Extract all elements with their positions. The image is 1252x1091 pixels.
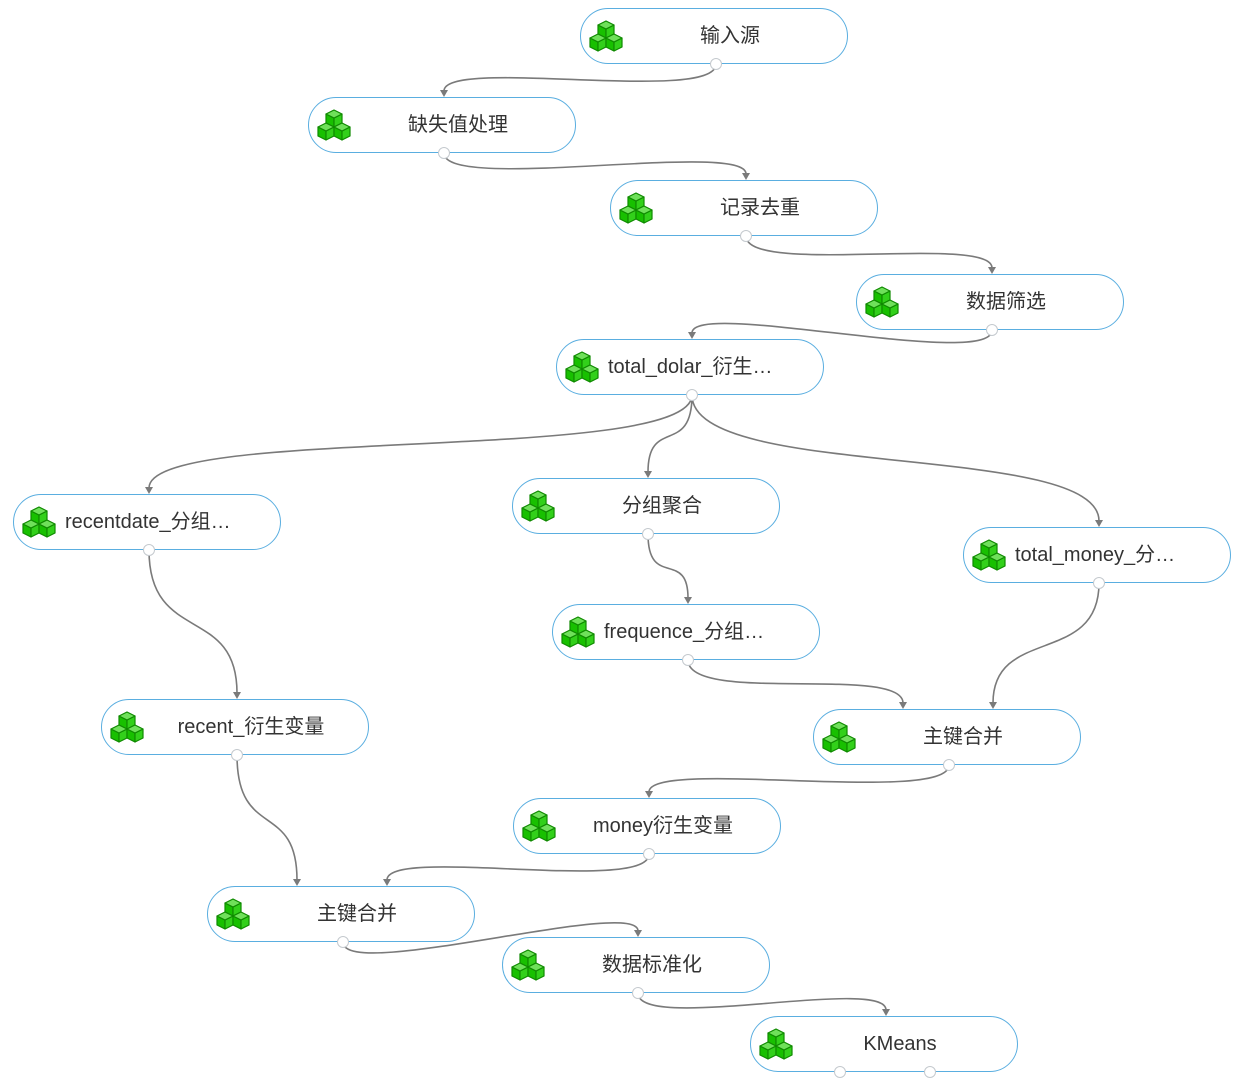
output-port[interactable] — [143, 544, 155, 556]
output-port[interactable] — [986, 324, 998, 336]
cubes-icon — [521, 490, 555, 522]
node-filter[interactable]: 数据筛选 — [856, 274, 1124, 330]
node-label: 数据筛选 — [966, 291, 1046, 313]
edge-recentdate-to-recent[interactable] — [148, 549, 238, 694]
edge-arrowhead — [988, 267, 996, 274]
edge-total-dolar-to-group-agg[interactable] — [647, 394, 693, 473]
cubes-icon — [110, 711, 144, 743]
node-input-source[interactable]: 输入源 — [580, 8, 848, 64]
output-port[interactable] — [231, 749, 243, 761]
output-port[interactable] — [710, 58, 722, 70]
edge-total-dolar-to-recentdate[interactable] — [148, 394, 693, 489]
edge-input-source-to-missing-values[interactable] — [443, 63, 717, 92]
edge-arrowhead — [645, 791, 653, 798]
edge-arrowhead — [899, 702, 907, 709]
output-port[interactable] — [438, 147, 450, 159]
output-port[interactable] — [337, 936, 349, 948]
node-kmeans[interactable]: KMeans — [750, 1016, 1018, 1072]
output-port[interactable] — [1093, 577, 1105, 589]
output-port[interactable] — [642, 528, 654, 540]
output-port[interactable] — [686, 389, 698, 401]
edge-arrowhead — [233, 692, 241, 699]
edge-arrowhead — [684, 597, 692, 604]
cubes-icon — [619, 192, 653, 224]
node-label: total_dolar_衍生… — [608, 356, 773, 378]
node-frequence[interactable]: frequence_分组… — [552, 604, 820, 660]
edge-group-agg-to-frequence[interactable] — [647, 533, 689, 599]
edge-money-to-merge-2[interactable] — [386, 853, 650, 881]
edge-arrowhead — [882, 1009, 890, 1016]
node-merge-2[interactable]: 主键合并 — [207, 886, 475, 942]
node-label: 数据标准化 — [602, 954, 702, 976]
cubes-icon — [759, 1028, 793, 1060]
edge-standardize-to-kmeans[interactable] — [637, 992, 887, 1011]
output-port[interactable] — [924, 1066, 936, 1078]
output-port[interactable] — [943, 759, 955, 771]
node-label: KMeans — [863, 1033, 937, 1055]
node-group-agg[interactable]: 分组聚合 — [512, 478, 780, 534]
edge-arrowhead — [1095, 520, 1103, 527]
edge-arrowhead — [383, 879, 391, 886]
edge-frequence-to-merge-1[interactable] — [687, 659, 904, 704]
edge-missing-values-to-dedup[interactable] — [443, 152, 747, 175]
edge-arrowhead — [145, 487, 153, 494]
node-standardize[interactable]: 数据标准化 — [502, 937, 770, 993]
output-port[interactable] — [632, 987, 644, 999]
cubes-icon — [589, 20, 623, 52]
cubes-icon — [22, 506, 56, 538]
edge-total-money-to-merge-1[interactable] — [992, 582, 1100, 704]
cubes-icon — [561, 616, 595, 648]
node-total-dolar[interactable]: total_dolar_衍生… — [556, 339, 824, 395]
cubes-icon — [216, 898, 250, 930]
node-label: money衍生变量 — [592, 815, 734, 837]
node-recentdate[interactable]: recentdate_分组… — [13, 494, 281, 550]
cubes-icon — [565, 351, 599, 383]
edge-arrowhead — [688, 332, 696, 339]
node-total-money[interactable]: total_money_分… — [963, 527, 1231, 583]
output-port[interactable] — [643, 848, 655, 860]
edge-arrowhead — [989, 702, 997, 709]
node-label: frequence_分组… — [604, 621, 765, 643]
cubes-icon — [522, 810, 556, 842]
node-recent[interactable]: recent_衍生变量 — [101, 699, 369, 755]
edge-arrowhead — [742, 173, 750, 180]
edge-dedup-to-filter[interactable] — [745, 235, 993, 269]
node-label: 分组聚合 — [622, 495, 702, 517]
node-label: recentdate_分组… — [65, 511, 231, 533]
cubes-icon — [511, 949, 545, 981]
node-missing-values[interactable]: 缺失值处理 — [308, 97, 576, 153]
node-label: 输入源 — [700, 25, 760, 47]
cubes-icon — [972, 539, 1006, 571]
cubes-icon — [865, 286, 899, 318]
cubes-icon — [317, 109, 351, 141]
edge-recent-to-merge-2[interactable] — [236, 754, 298, 881]
edge-arrowhead — [293, 879, 301, 886]
output-port[interactable] — [740, 230, 752, 242]
node-merge-1[interactable]: 主键合并 — [813, 709, 1081, 765]
node-dedup[interactable]: 记录去重 — [610, 180, 878, 236]
node-label: 缺失值处理 — [408, 114, 508, 136]
edge-merge-1-to-money[interactable] — [648, 764, 950, 793]
node-label: 主键合并 — [923, 726, 1003, 748]
edge-arrowhead — [440, 90, 448, 97]
node-label: 记录去重 — [720, 197, 800, 219]
output-port[interactable] — [834, 1066, 846, 1078]
node-money[interactable]: money衍生变量 — [513, 798, 781, 854]
edge-arrowhead — [634, 930, 642, 937]
node-label: 主键合并 — [317, 903, 397, 925]
edge-arrowhead — [644, 471, 652, 478]
node-label: total_money_分… — [1015, 544, 1176, 566]
cubes-icon — [822, 721, 856, 753]
output-port[interactable] — [682, 654, 694, 666]
node-label: recent_衍生变量 — [177, 716, 325, 738]
